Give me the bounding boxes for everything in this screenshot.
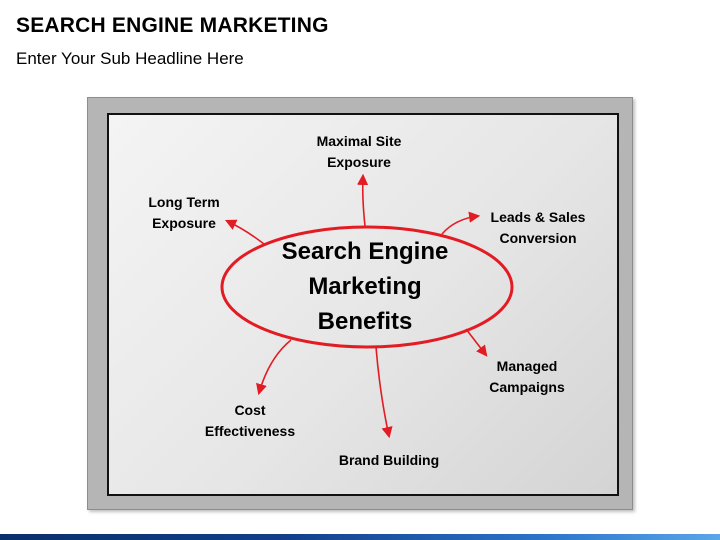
- benefit-label-line: Exposure: [152, 215, 216, 231]
- arrow-managed-campaigns: [465, 328, 488, 357]
- benefit-label-line: Maximal Site: [316, 133, 402, 149]
- benefit-label-line: Leads & Sales: [490, 209, 586, 225]
- benefit-label-line: Managed: [496, 358, 558, 374]
- benefit-managed-campaigns: Managed Campaigns: [472, 356, 582, 398]
- arrow-long-term-exposure: [224, 219, 265, 245]
- benefit-label-line: Cost: [234, 402, 266, 418]
- arrow-cost-effectiveness: [256, 339, 292, 396]
- page-title: SEARCH ENGINE MARKETING: [16, 14, 329, 37]
- benefit-label-line: Brand Building: [338, 452, 440, 468]
- benefit-label-line: Effectiveness: [204, 423, 296, 439]
- arrow-maximal-site-exposure: [356, 173, 369, 227]
- benefit-label-line: Conversion: [499, 230, 577, 246]
- benefit-leads-sales-conversion: Leads & Sales Conversion: [478, 207, 598, 249]
- benefit-label-line: Long Term: [148, 194, 220, 210]
- benefit-brand-building: Brand Building: [329, 450, 449, 471]
- benefit-maximal-site-exposure: Maximal Site Exposure: [304, 131, 414, 173]
- center-label-line: Marketing: [308, 273, 422, 300]
- benefit-cost-effectiveness: Cost Effectiveness: [195, 400, 305, 442]
- benefit-long-term-exposure: Long Term Exposure: [134, 192, 234, 234]
- footer-bar: [0, 534, 720, 540]
- center-ellipse: [220, 225, 514, 349]
- center-label: Search Engine Marketing Benefits: [235, 234, 495, 339]
- center-label-line: Search Engine: [281, 238, 449, 265]
- arrow-brand-building: [375, 346, 393, 439]
- benefit-label-line: Exposure: [327, 154, 391, 170]
- center-label-line: Benefits: [317, 308, 413, 335]
- page-subtitle: Enter Your Sub Headline Here: [16, 49, 244, 68]
- arrow-leads-sales-conversion: [441, 211, 481, 235]
- benefit-label-line: Campaigns: [489, 379, 565, 395]
